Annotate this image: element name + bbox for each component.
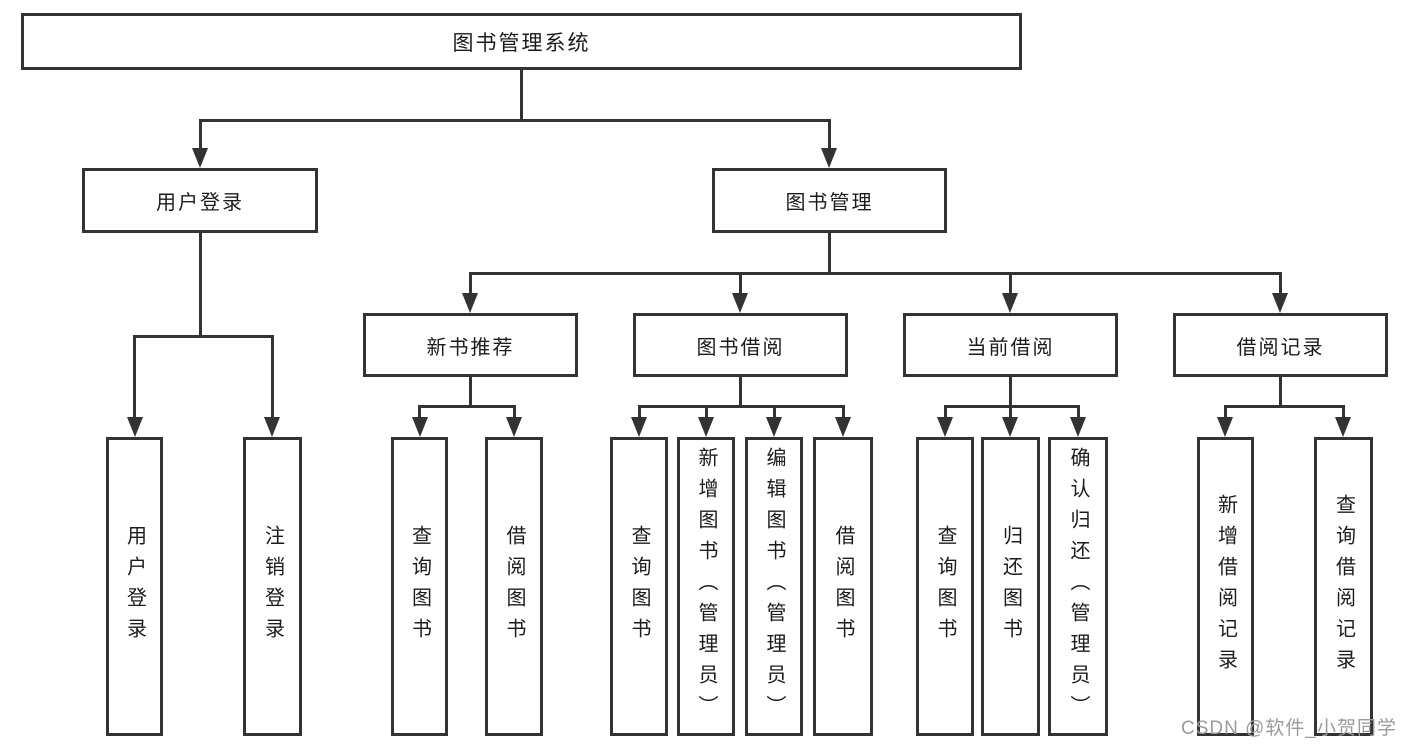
leaf-logout-label: 注销登录 [261, 524, 284, 649]
arrowhead-to-user-login-icon [192, 148, 208, 168]
line-user-login-stub [199, 233, 202, 335]
leaf-nb-query-books-label: 查询图书 [408, 524, 431, 649]
arrowhead-bb-leaf2-icon [698, 417, 714, 437]
node-user-login-label: 用户登录 [156, 192, 244, 214]
leaf-br-add-record: 新增借阅记录 [1197, 437, 1254, 736]
line-to-book-mgmt [828, 119, 831, 148]
line-to-leaf-logout [271, 335, 274, 417]
line-cb-leaf1 [944, 405, 947, 417]
node-book-borrow: 图书借阅 [633, 313, 848, 377]
leaf-cb-query-books-label: 查询图书 [934, 524, 956, 649]
node-borrow-records: 借阅记录 [1173, 313, 1388, 377]
arrowhead-bb-leaf3-icon [766, 417, 782, 437]
line-cb-leaf2 [1009, 405, 1012, 417]
leaf-bb-borrow-books-label: 借阅图书 [832, 524, 854, 649]
node-book-mgmt-label: 图书管理 [785, 192, 874, 214]
line-current-borrow-bus [944, 405, 1080, 408]
arrowhead-to-borrow-records-icon [1272, 293, 1288, 313]
leaf-nb-query-books: 查询图书 [391, 437, 448, 736]
line-br-leaf1 [1224, 405, 1227, 417]
line-book-borrow-bus [638, 405, 845, 408]
line-bb-leaf1 [638, 405, 641, 417]
node-book-mgmt-branch: 图书管理 [712, 168, 947, 233]
arrowhead-br-leaf1-icon [1217, 417, 1233, 437]
node-current-borrow: 当前借阅 [903, 313, 1118, 377]
arrowhead-bb-leaf4-icon [835, 417, 851, 437]
arrowhead-to-current-borrow-icon [1002, 293, 1018, 313]
leaf-br-add-record-label: 新增借阅记录 [1214, 493, 1237, 680]
leaf-nb-borrow-books: 借阅图书 [485, 437, 543, 736]
line-to-new-books [469, 272, 472, 293]
line-user-login-bus [133, 335, 274, 338]
arrowhead-to-book-mgmt-icon [821, 148, 837, 168]
arrowhead-cb-leaf1-icon [937, 417, 953, 437]
line-root-stub [520, 69, 523, 119]
arrowhead-cb-leaf3-icon [1070, 417, 1086, 437]
leaf-cb-confirm-return-admin-label: 确认归还（管理员） [1067, 447, 1089, 726]
line-nb-leaf1 [418, 405, 421, 417]
line-to-borrow-records [1279, 272, 1282, 293]
arrowhead-nb-leaf1-icon [412, 417, 428, 437]
node-current-borrow-label: 当前借阅 [966, 336, 1055, 359]
line-new-books-stub [469, 377, 472, 405]
arrowhead-cb-leaf2-icon [1002, 417, 1018, 437]
leaf-br-query-record: 查询借阅记录 [1314, 437, 1373, 736]
leaf-bb-borrow-books: 借阅图书 [813, 437, 873, 736]
node-borrow-records-label: 借阅记录 [1236, 336, 1325, 359]
arrowhead-br-leaf2-icon [1335, 417, 1351, 437]
leaf-user-login: 用户登录 [106, 437, 163, 736]
line-to-user-login [199, 119, 202, 148]
node-root-label: 图书管理系统 [452, 31, 591, 55]
line-borrow-records-stub [1279, 377, 1282, 405]
leaf-bb-query-books: 查询图书 [610, 437, 668, 736]
node-new-books: 新书推荐 [363, 313, 578, 377]
leaf-logout: 注销登录 [243, 437, 302, 736]
node-user-login-branch: 用户登录 [82, 168, 318, 233]
leaf-br-query-record-label: 查询借阅记录 [1332, 493, 1355, 680]
leaf-bb-edit-books-admin: 编辑图书（管理员） [745, 437, 803, 736]
line-to-current-borrow [1009, 272, 1012, 293]
leaf-user-login-label: 用户登录 [123, 524, 146, 649]
leaf-cb-query-books: 查询图书 [916, 437, 974, 736]
arrowhead-to-book-borrow-icon [732, 293, 748, 313]
node-new-books-label: 新书推荐 [426, 336, 515, 359]
leaf-bb-query-books-label: 查询图书 [628, 524, 650, 649]
leaf-cb-return-books: 归还图书 [981, 437, 1040, 736]
line-bb-leaf2 [705, 405, 708, 417]
arrowhead-nb-leaf2-icon [506, 417, 522, 437]
node-root-library-system: 图书管理系统 [21, 13, 1022, 70]
leaf-bb-add-books-admin-label: 新增图书（管理员） [695, 447, 717, 726]
line-level3-bus [469, 272, 1282, 275]
line-br-leaf2 [1342, 405, 1345, 417]
arrowhead-leaf-logout-icon [264, 417, 280, 437]
line-book-mgmt-stub [828, 233, 831, 272]
arrowhead-leaf-user-login-icon [127, 417, 143, 437]
line-new-books-bus [418, 405, 516, 408]
line-to-book-borrow [739, 272, 742, 293]
line-nb-leaf2 [513, 405, 516, 417]
leaf-bb-add-books-admin: 新增图书（管理员） [677, 437, 735, 736]
csdn-watermark: CSDN @软件_小贺同学 [1181, 718, 1397, 739]
line-book-borrow-stub [739, 377, 742, 405]
leaf-bb-edit-books-admin-label: 编辑图书（管理员） [763, 447, 785, 726]
line-level2-bus [199, 119, 831, 122]
leaf-cb-return-books-label: 归还图书 [999, 524, 1022, 649]
leaf-cb-confirm-return-admin: 确认归还（管理员） [1048, 437, 1108, 736]
leaf-nb-borrow-books-label: 借阅图书 [503, 524, 525, 649]
line-borrow-records-bus [1224, 405, 1345, 408]
arrowhead-bb-leaf1-icon [631, 417, 647, 437]
line-current-borrow-stub [1009, 377, 1012, 405]
line-bb-leaf3 [773, 405, 776, 417]
line-to-leaf-user-login [133, 335, 136, 417]
line-bb-leaf4 [842, 405, 845, 417]
node-book-borrow-label: 图书借阅 [696, 336, 785, 359]
line-cb-leaf3 [1077, 405, 1080, 417]
arrowhead-to-new-books-icon [462, 293, 478, 313]
